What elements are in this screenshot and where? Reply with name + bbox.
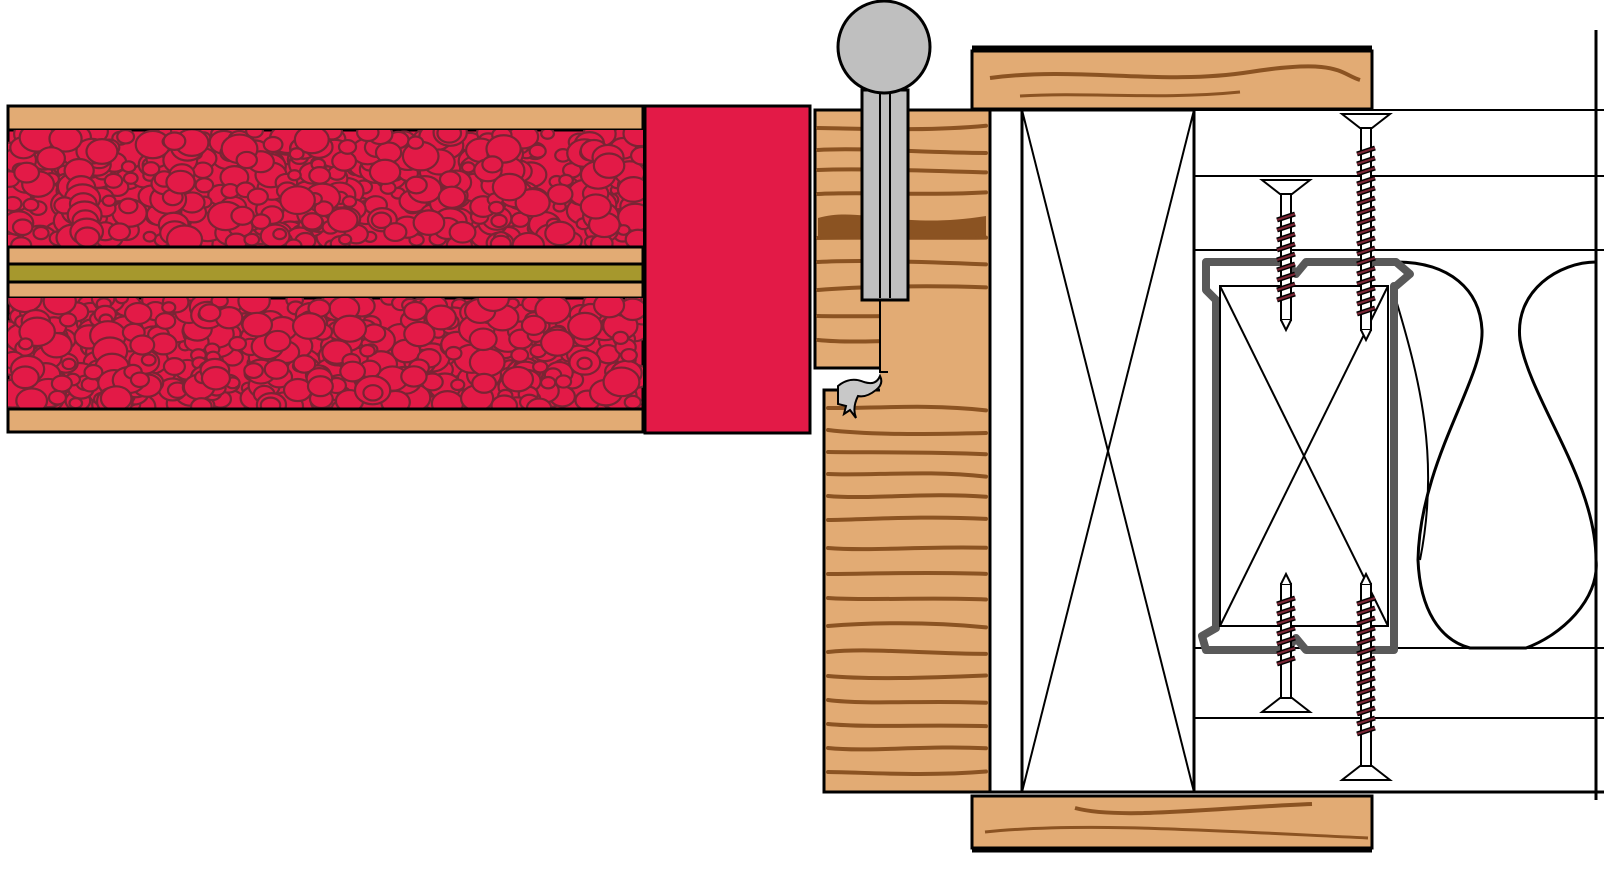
wall-framing [988, 30, 1604, 800]
middle-skin-upper [6, 245, 645, 266]
screw-icon [1339, 113, 1393, 343]
screw-icon [1339, 571, 1393, 781]
steel-channel-icon [1198, 258, 1414, 654]
wall-plate [988, 108, 1024, 794]
trim-board-bottom [970, 794, 1374, 853]
jamb-upper-extension [880, 300, 990, 392]
core-strip [6, 262, 645, 284]
frame-jamb [822, 300, 992, 794]
hinge-knuckle-icon [836, 0, 932, 95]
foam-texture-top [8, 130, 643, 247]
bottom-skin [6, 407, 645, 434]
trim-board-top [970, 45, 1374, 111]
top-skin [6, 104, 645, 132]
screw-icon [1259, 571, 1313, 713]
jamb-wood-grain [826, 404, 988, 776]
hinge-pin [836, 0, 932, 373]
foam-texture-bottom [8, 298, 643, 409]
door-leaf-panel [6, 104, 645, 434]
screw-icon [1259, 179, 1313, 333]
batt-insulation-icon [1395, 260, 1598, 650]
hinge-leaf [860, 88, 910, 302]
door-edge-strip [643, 104, 812, 435]
seal-icon [837, 373, 883, 419]
screws [1259, 113, 1393, 781]
middle-skin-lower [6, 280, 645, 300]
